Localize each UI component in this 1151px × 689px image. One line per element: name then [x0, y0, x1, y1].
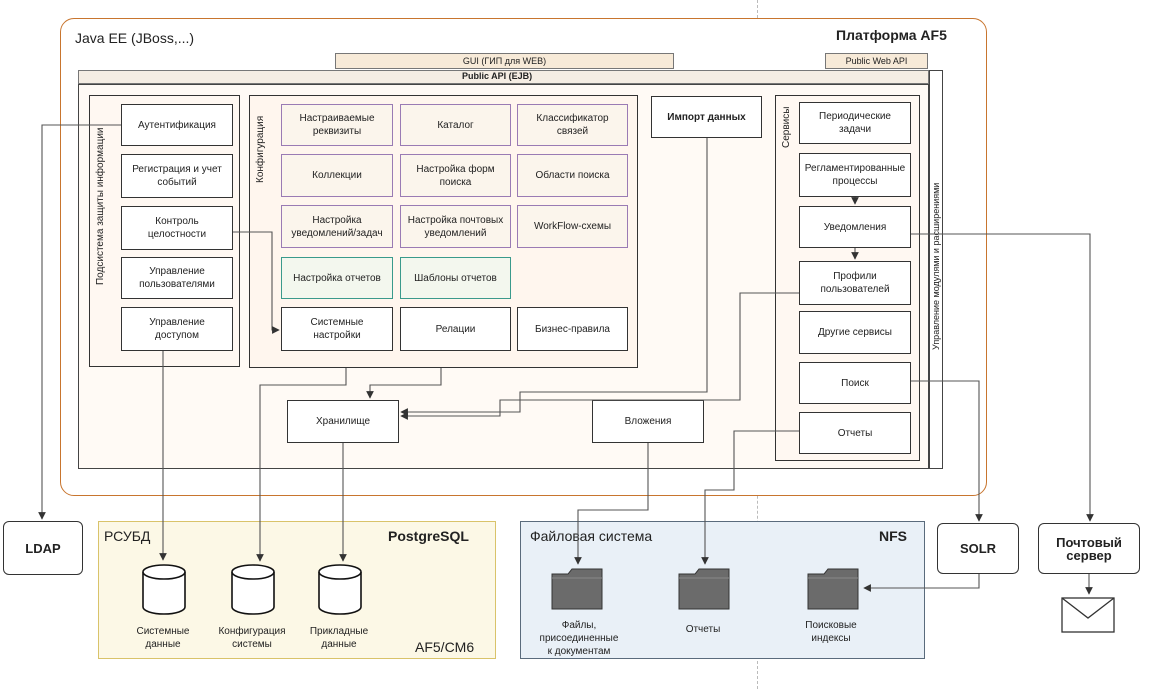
db-app-caption: Прикладные данные [309, 626, 369, 650]
ldap-box[interactable]: LDAP [3, 521, 83, 575]
rdbms-footer: AF5/CM6 [415, 639, 475, 655]
integrity-box[interactable]: Контроль целостности [121, 206, 233, 250]
rdbms-product: PostgreSQL [388, 528, 469, 544]
service-reports[interactable]: Отчеты [799, 412, 911, 454]
security-title: Подсистема защиты информации [95, 127, 106, 286]
rdbms-title: РСУБД [104, 528, 151, 544]
import-data-box[interactable]: Импорт данных [651, 96, 762, 138]
public-web-api-bar: Public Web API [825, 53, 928, 69]
public-api-bar [78, 70, 929, 84]
config-link-classifier[interactable]: Классификатор связей [517, 104, 628, 146]
services-title: Сервисы [781, 106, 792, 148]
db-system-caption: Системные данные [136, 626, 190, 650]
service-periodic-tasks[interactable]: Периодические задачи [799, 102, 911, 144]
service-regulated-processes[interactable]: Регламентированные процессы [799, 153, 911, 197]
database-icon [231, 564, 275, 615]
config-title: Конфигурация [255, 115, 266, 183]
config-search-areas[interactable]: Области поиска [517, 154, 628, 197]
solr-box[interactable]: SOLR [937, 523, 1019, 574]
folder-icon [807, 568, 859, 610]
folder-reports-caption: Отчеты [685, 624, 721, 635]
extensions-label: Управление модулями и расширениями [931, 182, 941, 350]
db-config-caption: Конфигурация системы [218, 626, 286, 650]
database-icon [142, 564, 186, 615]
config-mail-notifications[interactable]: Настройка почтовых уведомлений [400, 205, 511, 248]
config-system-settings[interactable]: Системные настройки [281, 307, 393, 351]
java-ee-label: Java EE (JBoss,...) [75, 30, 195, 46]
attachments-box[interactable]: Вложения [592, 400, 704, 443]
public-api-label: Public API (EJB) [462, 71, 533, 81]
fs-product: NFS [879, 528, 907, 544]
config-report-templates[interactable]: Шаблоны отчетов [400, 257, 511, 299]
config-collections[interactable]: Коллекции [281, 154, 393, 197]
envelope-icon [1061, 597, 1115, 633]
folder-files-caption: Файлы, присоединенные к документам [539, 620, 619, 657]
config-custom-attrs[interactable]: Настраиваемые реквизиты [281, 104, 393, 146]
config-relations[interactable]: Релации [400, 307, 511, 351]
user-management-box[interactable]: Управление пользователями [121, 257, 233, 299]
folder-indexes-caption: Поисковые индексы [805, 620, 857, 644]
database-icon [318, 564, 362, 615]
fs-title: Файловая система [530, 528, 653, 544]
service-notifications[interactable]: Уведомления [799, 206, 911, 248]
config-catalog[interactable]: Каталог [400, 104, 511, 146]
service-search[interactable]: Поиск [799, 362, 911, 404]
auth-box[interactable]: Аутентификация [121, 104, 233, 146]
config-business-rules[interactable]: Бизнес-правила [517, 307, 628, 351]
mail-server-box[interactable]: Почтовый сервер [1038, 523, 1140, 574]
config-report-settings[interactable]: Настройка отчетов [281, 257, 393, 299]
platform-title: Платформа AF5 [836, 27, 947, 43]
config-notifications[interactable]: Настройка уведомлений/задач [281, 205, 393, 248]
gui-bar: GUI (ГИП для WEB) [335, 53, 674, 69]
config-search-forms[interactable]: Настройка форм поиска [400, 154, 511, 197]
storage-box[interactable]: Хранилище [287, 400, 399, 443]
access-management-box[interactable]: Управление доступом [121, 307, 233, 351]
audit-box[interactable]: Регистрация и учет событий [121, 154, 233, 198]
folder-icon [551, 568, 603, 610]
service-user-profiles[interactable]: Профили пользователей [799, 261, 911, 305]
config-workflow[interactable]: WorkFlow-схемы [517, 205, 628, 248]
folder-icon [678, 568, 730, 610]
service-other[interactable]: Другие сервисы [799, 311, 911, 354]
